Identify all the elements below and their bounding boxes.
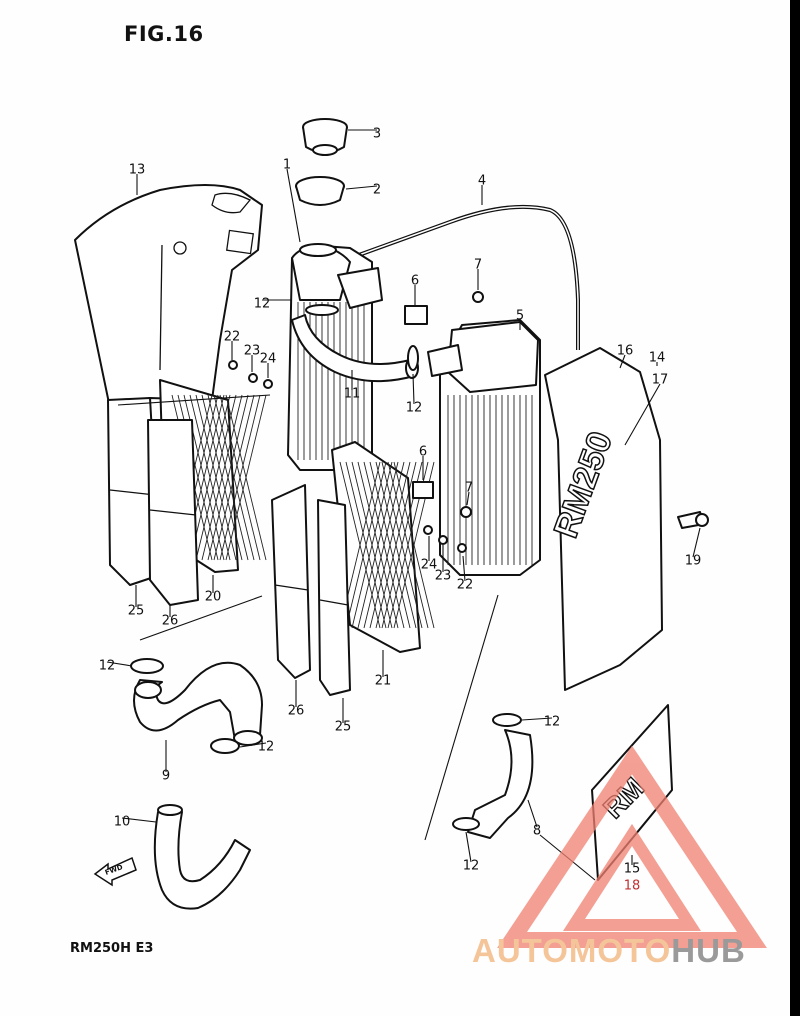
part-callouts: 1234566778910111212121212121314151617181… xyxy=(99,127,702,894)
left-shroud-13 xyxy=(74,184,263,409)
watermark-part2: HUB xyxy=(671,932,746,969)
callout-c22a: 22 xyxy=(224,330,241,345)
callout-c9: 9 xyxy=(162,769,170,784)
callout-c6a: 6 xyxy=(411,274,419,289)
callout-c12c: 12 xyxy=(99,659,116,674)
callout-c21: 21 xyxy=(375,674,392,689)
callout-c12f: 12 xyxy=(463,859,480,874)
callout-c7a: 7 xyxy=(474,258,482,273)
callout-c18: 18 xyxy=(624,879,641,894)
leader-line-c12c xyxy=(106,661,133,667)
callout-c3: 3 xyxy=(373,127,381,142)
leader-line-c8 xyxy=(527,799,538,828)
leader-line-c2 xyxy=(345,185,378,190)
callout-c10: 10 xyxy=(114,815,131,830)
radiator-guard-26-left xyxy=(147,419,199,606)
callout-c11: 11 xyxy=(344,387,361,402)
collar-22-23-24 xyxy=(228,360,467,553)
radiator-shroud-16: RM250 xyxy=(544,347,663,691)
callout-c2: 2 xyxy=(373,183,381,198)
leader-line-c12e xyxy=(521,717,553,721)
callout-c12a: 12 xyxy=(254,297,271,312)
callout-c20: 20 xyxy=(205,590,222,605)
callout-c17: 17 xyxy=(652,373,669,388)
callout-c24b: 24 xyxy=(421,558,438,573)
leader-line-c12d xyxy=(239,742,267,748)
callout-c24a: 24 xyxy=(260,352,277,367)
radiator-cap-3 xyxy=(302,118,348,156)
model-code: RM250H E3 xyxy=(70,941,154,956)
callout-c12e: 12 xyxy=(544,715,561,730)
hose-clamp-12 xyxy=(305,304,419,371)
bolt-19 xyxy=(677,511,709,529)
callout-c7b: 7 xyxy=(465,481,473,496)
callout-c25b: 25 xyxy=(335,720,352,735)
callout-c15: 15 xyxy=(624,862,641,877)
bolt-7 xyxy=(460,291,484,518)
watermark-logo xyxy=(497,745,767,948)
callout-c26a: 26 xyxy=(162,614,179,629)
radiator-guard-25-left xyxy=(107,397,161,586)
radiator-cap-2 xyxy=(295,176,345,206)
callout-c4: 4 xyxy=(478,174,486,189)
callout-c12d: 12 xyxy=(258,740,275,755)
leader-line-c12f xyxy=(465,831,472,863)
radiator-guard-26-center xyxy=(271,484,311,679)
leader-line-c19 xyxy=(692,527,701,558)
callout-c23a: 23 xyxy=(244,344,261,359)
leader-line-c22b xyxy=(462,555,466,582)
leader-line-c1 xyxy=(286,168,301,243)
forward-direction-arrow: FWD xyxy=(93,856,137,887)
radiator-hose-10 xyxy=(153,804,251,910)
watermark-part1: AUTOMOTO xyxy=(472,932,672,969)
callout-c13: 13 xyxy=(129,163,146,178)
callout-c5: 5 xyxy=(516,309,524,324)
radiator-guard-25-center xyxy=(317,499,351,696)
callout-c12b: 12 xyxy=(406,401,423,416)
callout-c25a: 25 xyxy=(128,604,145,619)
leader-line-c7b xyxy=(466,491,470,506)
leader-line-c10 xyxy=(121,817,157,823)
radiator-hose-8 xyxy=(452,713,534,839)
watermark-text: AUTOMOTOHUB xyxy=(472,932,746,970)
callout-c6b: 6 xyxy=(419,445,427,460)
callout-c1: 1 xyxy=(283,158,291,173)
leader-line-c16 xyxy=(619,354,626,369)
callout-c8: 8 xyxy=(533,824,541,839)
leader-line-c17 xyxy=(624,383,661,446)
figure-title: FIG.16 xyxy=(124,22,204,46)
callout-c22b: 22 xyxy=(457,578,474,593)
callout-c14: 14 xyxy=(649,351,666,366)
page-edge xyxy=(790,0,800,1016)
radiator-hose-9 xyxy=(133,661,263,746)
callout-c16: 16 xyxy=(617,344,634,359)
callout-c23b: 23 xyxy=(435,569,452,584)
grommet-6 xyxy=(404,305,434,499)
leader-line-c12b xyxy=(412,373,415,405)
callout-c19: 19 xyxy=(685,554,702,569)
callout-c26b: 26 xyxy=(288,704,305,719)
